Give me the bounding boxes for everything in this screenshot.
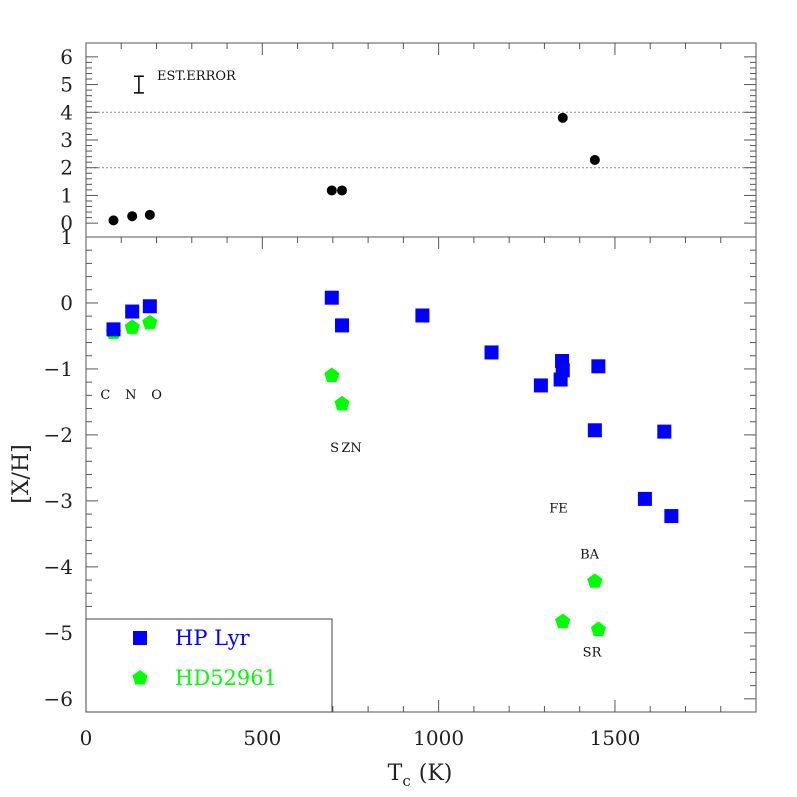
- y-tick-label: −5: [44, 621, 73, 645]
- x-axis-title: Tc (K): [388, 761, 453, 790]
- element-label: BA: [580, 548, 600, 563]
- hp-lyr-point: [555, 363, 570, 378]
- hd52961-point: [555, 613, 571, 629]
- hd52961-point: [587, 573, 603, 588]
- hp-lyr-point: [664, 509, 679, 524]
- y-tick-label: 5: [60, 73, 73, 97]
- legend-marker-hd52961: [132, 670, 148, 685]
- x-axis-title-unit: (K): [419, 761, 453, 786]
- element-label: SR: [583, 645, 603, 660]
- hp-lyr-point: [657, 424, 672, 439]
- element-label: C: [100, 388, 110, 403]
- element-label: ZN: [341, 441, 361, 456]
- y-tick-label: 1: [60, 225, 73, 249]
- hp-lyr-point: [415, 308, 430, 323]
- bottom-data-points: [105, 290, 679, 636]
- element-label: N: [125, 388, 136, 403]
- hp-lyr-point: [587, 423, 602, 438]
- top-data-point: [144, 209, 155, 220]
- hd52961-point: [142, 314, 158, 330]
- bottom-axis-ticks: [85, 236, 757, 713]
- element-label: O: [151, 388, 162, 403]
- hp-lyr-point: [484, 345, 499, 360]
- y-tick-label: −3: [44, 489, 73, 513]
- y-tick-label: 6: [60, 45, 73, 69]
- legend: HP Lyr HD52961: [85, 618, 333, 713]
- y-tick-label: 2: [60, 156, 73, 180]
- hd52961-point: [334, 395, 350, 411]
- x-tick-label: 1000: [413, 726, 464, 750]
- y-tick-label: 1: [60, 183, 73, 207]
- element-label: FE: [549, 501, 568, 516]
- top-data-point: [337, 185, 348, 196]
- element-label: S: [330, 441, 339, 456]
- top-axis-ticks: [85, 43, 757, 224]
- y-tick-label: 0: [60, 211, 73, 235]
- y-tick-label: 4: [60, 100, 73, 124]
- top-y-tick-labels: 0 1 2 3 4 5 6: [60, 45, 73, 235]
- legend-label-hd52961: HD52961: [175, 666, 277, 690]
- hp-lyr-point: [324, 290, 339, 305]
- y-tick-label: −1: [44, 357, 73, 381]
- estimated-error-bar: [133, 75, 144, 94]
- x-tick-label: 500: [243, 726, 281, 750]
- hp-lyr-point: [533, 378, 548, 393]
- top-data-point: [108, 215, 119, 226]
- hp-lyr-point: [125, 304, 140, 319]
- legend-box: [85, 618, 333, 713]
- top-reference-lines: [86, 111, 756, 169]
- hd52961-point: [124, 319, 140, 334]
- top-data-point: [589, 154, 600, 165]
- top-data-point: [557, 112, 568, 123]
- hp-lyr-point: [106, 322, 121, 337]
- error-bar-label: EST.ERROR: [157, 69, 237, 84]
- y-tick-label: −2: [44, 423, 73, 447]
- y-axis-title: [X/H]: [9, 444, 34, 503]
- hd52961-point: [590, 621, 606, 636]
- y-tick-label: −6: [44, 687, 73, 711]
- top-data-points: [108, 112, 600, 226]
- y-tick-label: −4: [44, 555, 73, 579]
- x-axis-title-main: T: [388, 761, 403, 786]
- hd52961-point: [324, 367, 340, 382]
- hp-lyr-point: [142, 299, 157, 314]
- top-data-point: [127, 211, 138, 222]
- x-axis-title-subscript: c: [402, 772, 410, 790]
- x-tick-labels: 0 500 1000 1500: [80, 726, 641, 750]
- x-tick-label: 0: [80, 726, 93, 750]
- y-tick-label: 0: [60, 291, 73, 315]
- legend-marker-hp-lyr: [133, 631, 147, 645]
- bottom-y-tick-labels: 1 0 −1 −2 −3 −4 −5 −6: [44, 225, 73, 711]
- x-tick-label: 1500: [589, 726, 640, 750]
- y-tick-label: 3: [60, 128, 73, 152]
- hp-lyr-point: [637, 491, 652, 506]
- hp-lyr-point: [335, 318, 350, 333]
- legend-label-hp-lyr: HP Lyr: [175, 626, 251, 650]
- top-data-point: [326, 185, 337, 196]
- hp-lyr-point: [591, 359, 606, 374]
